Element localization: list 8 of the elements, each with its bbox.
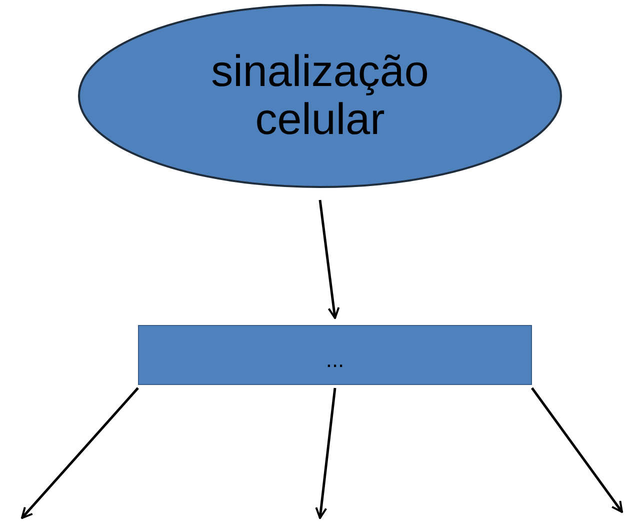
- node-label: sinalização celular: [210, 48, 430, 144]
- arrow: [530, 387, 624, 513]
- node-label: ...: [326, 346, 344, 374]
- arrow: [21, 387, 139, 519]
- ellipse-node: [78, 4, 562, 188]
- arrow: [318, 200, 340, 319]
- process-box: [138, 325, 532, 385]
- arrow: [315, 388, 336, 519]
